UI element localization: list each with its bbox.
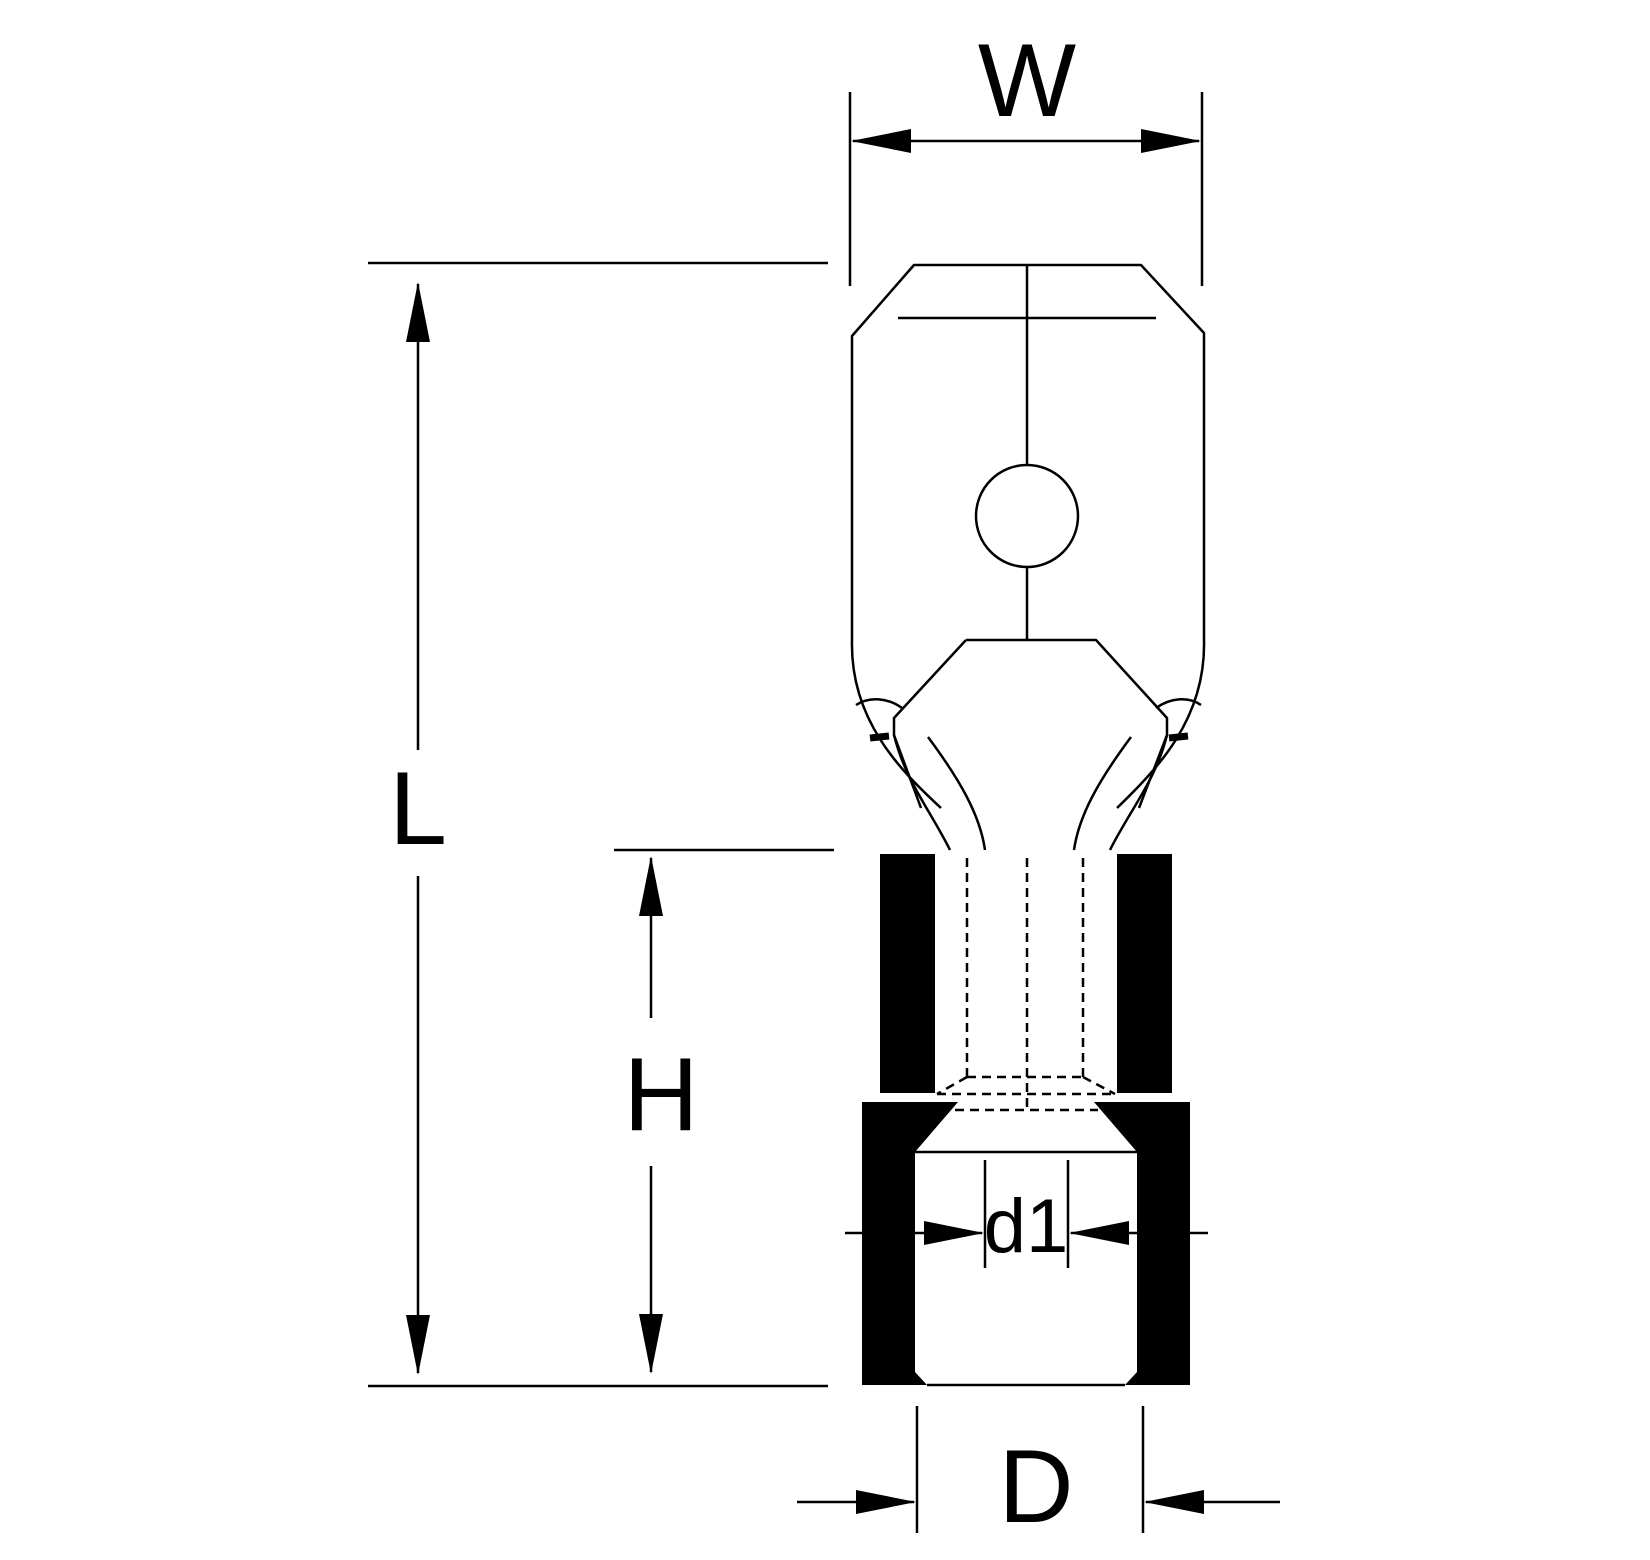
ear-right: [1155, 698, 1202, 710]
terminal-body: [850, 263, 1206, 851]
dimension-w-label: W: [978, 23, 1076, 139]
crimp-curve-right: [1072, 736, 1133, 851]
crimp-curve-left: [926, 736, 987, 851]
crimp-curve-left-outer: [892, 734, 952, 851]
locating-hole: [974, 463, 1080, 569]
ear-left: [855, 698, 903, 710]
hidden-barrel-lines: [936, 858, 1116, 1112]
dimension-d1-label: d1: [984, 1184, 1069, 1269]
contact-mark-right: [1168, 732, 1189, 742]
barrel-transition-outline: [892, 638, 1169, 809]
dimension-d: [797, 1406, 1280, 1533]
crimp-curve-right-outer: [1108, 734, 1169, 851]
dimension-l: [368, 261, 828, 1388]
dimension-l-label: L: [389, 751, 447, 867]
sleeve-lower-left-wall: [862, 1102, 958, 1385]
sleeve-lower-right-wall: [1094, 1102, 1190, 1385]
insulation-sleeve: [862, 854, 1190, 1385]
sleeve-upper-left-wall: [880, 854, 935, 1093]
sleeve-inner-outline: [915, 1150, 1137, 1387]
sleeve-upper-right-wall: [1117, 854, 1172, 1093]
dimension-d-label: D: [998, 1429, 1073, 1545]
contact-mark-left: [869, 732, 890, 742]
dimension-h: [614, 848, 834, 1374]
dimension-w: [848, 92, 1204, 286]
dimension-d1: [845, 1160, 1208, 1268]
dimension-h-label: H: [623, 1037, 698, 1153]
